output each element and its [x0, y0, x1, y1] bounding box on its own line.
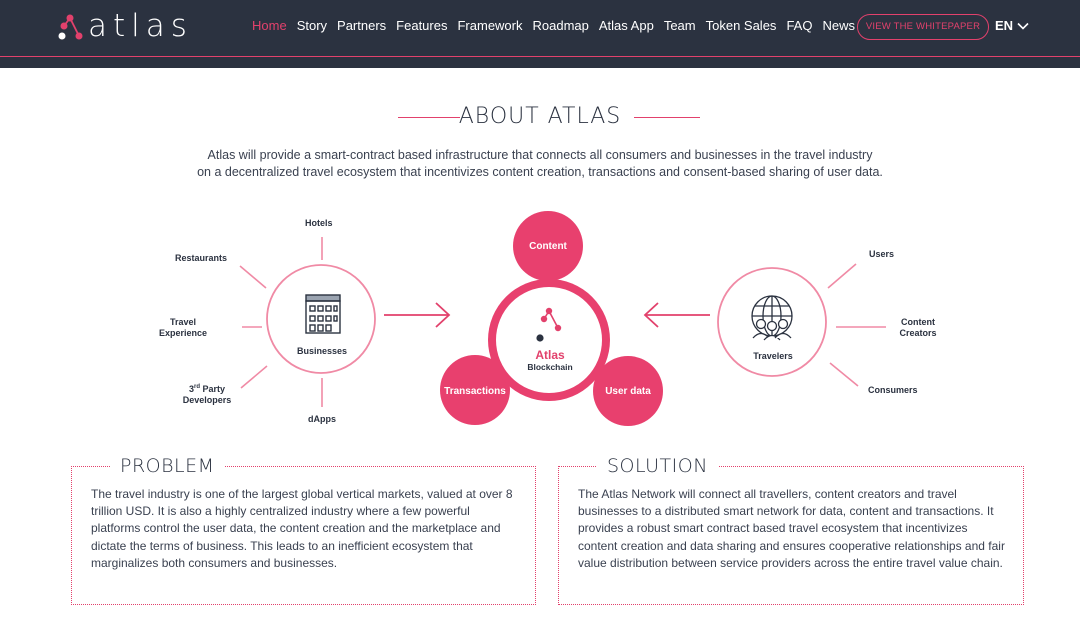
header-divider — [0, 56, 1080, 68]
atlas-logo-icon — [58, 14, 83, 40]
label-travelers: Travelers — [753, 351, 793, 361]
label-content: Content — [529, 241, 567, 252]
spoke-restaurants — [239, 265, 267, 289]
solution-title: SOLUTION — [597, 455, 718, 477]
label-consumers: Consumers — [868, 385, 918, 395]
about-title: ABOUT ATLAS — [458, 104, 622, 129]
about-description: Atlas will provide a smart-contract base… — [180, 147, 900, 181]
brand-name: atlas — [88, 8, 193, 44]
nav-story[interactable]: Story — [296, 18, 328, 33]
spoke-users — [827, 263, 857, 289]
language-selector[interactable]: EN — [995, 18, 1029, 33]
main-nav: Home Story Partners Features Framework R… — [252, 17, 865, 35]
nav-faq[interactable]: FAQ — [786, 18, 813, 33]
nav-token-sales[interactable]: Token Sales — [705, 18, 777, 33]
about-description-line-1: Atlas will provide a smart-contract base… — [207, 148, 873, 162]
label-hotels: Hotels — [305, 218, 333, 228]
diagram-graphics — [239, 211, 886, 426]
language-label: EN — [995, 18, 1014, 33]
label-content-creators: Content Creators — [892, 317, 944, 339]
solution-text: The Atlas Network will connect all trave… — [578, 487, 1005, 570]
globe-people-icon — [751, 295, 793, 341]
atlas-logo[interactable]: atlas — [58, 8, 193, 44]
spoke-consumers — [829, 362, 859, 387]
nav-atlas-app[interactable]: Atlas App — [598, 18, 654, 33]
nav-news[interactable]: News — [822, 18, 855, 33]
building-icon — [305, 294, 341, 334]
nav-team[interactable]: Team — [663, 18, 696, 33]
nav-features[interactable]: Features — [396, 18, 448, 33]
nav-framework[interactable]: Framework — [457, 18, 523, 33]
arrow-left-icon — [643, 302, 710, 328]
developers-text: 3rd Party Developers — [182, 384, 232, 405]
label-user-data: User data — [605, 386, 651, 397]
problem-title: PROBLEM — [110, 455, 225, 477]
top-navbar: atlas Home Story Partners Features Frame… — [0, 0, 1080, 56]
problem-text: The travel industry is one of the larges… — [91, 487, 513, 570]
arrow-right-icon — [384, 302, 451, 328]
chevron-down-icon — [1017, 22, 1029, 30]
blockchain-core — [496, 287, 602, 393]
label-users: Users — [869, 249, 895, 259]
content-petal — [513, 211, 583, 281]
about-heading: ABOUT ATLAS — [0, 104, 1080, 129]
atlas-mark-icon — [536, 307, 562, 342]
nav-partners[interactable]: Partners — [337, 18, 387, 33]
travel-experience-text: Travel Experience — [158, 317, 208, 338]
userdata-petal — [593, 356, 663, 426]
label-transactions: Transactions — [444, 386, 506, 397]
about-description-line-2: on a decentralized travel ecosystem that… — [197, 165, 883, 179]
title-line-left — [398, 117, 460, 118]
problem-box: PROBLEM The travel industry is one of th… — [71, 455, 536, 605]
label-restaurants: Restaurants — [175, 253, 228, 263]
transactions-petal — [440, 355, 510, 425]
label-businesses: Businesses — [296, 346, 348, 356]
label-atlas: Atlas — [535, 348, 565, 362]
title-line-right — [634, 117, 700, 118]
solution-box: SOLUTION The Atlas Network will connect … — [558, 455, 1024, 605]
label-blockchain: Blockchain — [527, 362, 573, 372]
nav-roadmap[interactable]: Roadmap — [532, 18, 589, 33]
nav-home[interactable]: Home — [252, 18, 287, 33]
content-creators-text: Content Creators — [899, 317, 937, 338]
businesses-circle — [266, 264, 376, 374]
spoke-developers — [240, 365, 268, 389]
label-developers: 3rd Party Developers — [178, 382, 236, 406]
label-travel-experience: Travel Experience — [154, 317, 212, 339]
ecosystem-diagram: Hotels Restaurants Travel Experience 3rd… — [0, 200, 1080, 445]
view-whitepaper-button[interactable]: VIEW THE WHITEPAPER — [857, 14, 989, 40]
label-dapps: dApps — [308, 414, 336, 424]
